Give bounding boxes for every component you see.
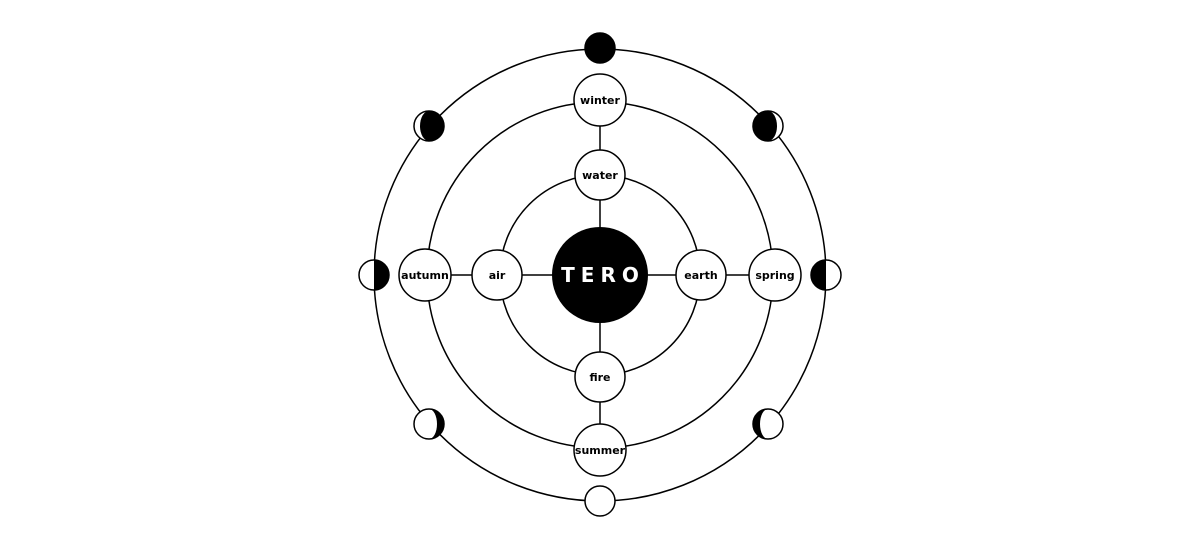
element-label-water: water: [582, 169, 618, 182]
season-label-autumn: autumn: [401, 269, 449, 282]
center-node: TERO: [552, 227, 648, 323]
season-label-winter: winter: [580, 94, 620, 107]
season-node-winter: winter: [573, 73, 627, 127]
season-node-spring: spring: [748, 248, 802, 302]
moon-waning-gibbous-icon: [413, 408, 445, 440]
season-node-summer: summer: [573, 423, 627, 477]
element-node-air: air: [471, 249, 523, 301]
center-label: TERO: [561, 263, 645, 287]
moon-first-quarter-icon: [810, 259, 842, 291]
element-node-water: water: [574, 149, 626, 201]
moon-waxing-crescent-icon: [752, 110, 784, 142]
element-label-air: air: [489, 269, 506, 282]
season-label-summer: summer: [575, 444, 626, 457]
element-label-earth: earth: [684, 269, 717, 282]
element-node-fire: fire: [574, 351, 626, 403]
moon-new-icon: [584, 32, 616, 64]
moon-last-quarter-icon: [358, 259, 390, 291]
moon-waning-crescent-icon: [413, 110, 445, 142]
element-label-fire: fire: [589, 371, 610, 384]
moon-waxing-gibbous-icon: [752, 408, 784, 440]
element-node-earth: earth: [675, 249, 727, 301]
season-node-autumn: autumn: [398, 248, 452, 302]
moon-full-icon: [584, 485, 616, 517]
season-label-spring: spring: [755, 269, 794, 282]
